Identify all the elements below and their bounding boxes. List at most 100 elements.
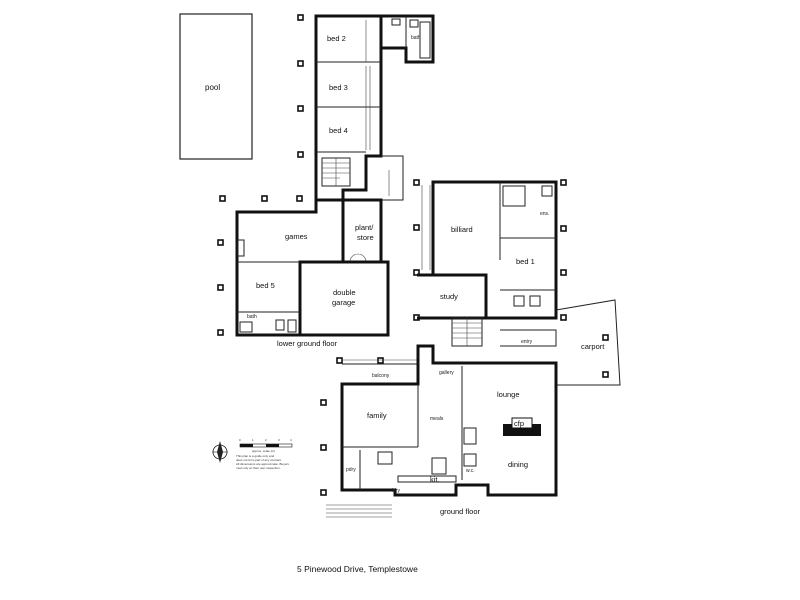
- label-ens: ens.: [540, 211, 549, 217]
- label-family: family: [367, 411, 387, 420]
- label-billiard: billiard: [451, 225, 473, 234]
- label-bed2: bed 2: [327, 34, 346, 43]
- games-unit: [237, 239, 245, 257]
- lower-ground-floor: bed 2 bed 3 bed 4 bath games bed 5 bath …: [235, 14, 558, 348]
- scale-tick-4: 4: [290, 438, 292, 442]
- disclaimer-2: does not form part of any contract.: [236, 458, 282, 462]
- post: [297, 105, 304, 112]
- label-gallery: gallery: [439, 370, 454, 376]
- disclaimer-4: must rely on their own inspection.: [236, 466, 281, 470]
- label-plant-store-1: plant/: [355, 223, 374, 232]
- label-games: games: [285, 232, 308, 241]
- label-bed1: bed 1: [516, 257, 535, 266]
- pantry-box: [377, 451, 393, 465]
- bath-lower-tub: [239, 321, 253, 333]
- wc-fixture: [463, 427, 477, 445]
- post: [560, 314, 567, 321]
- basin: [409, 19, 419, 28]
- label-cfp: cfp: [514, 419, 524, 428]
- scale-tick-1: 1: [252, 438, 254, 442]
- post: [261, 195, 268, 202]
- ground-floor: entry carport balcony gallery lounge cfp…: [326, 299, 621, 518]
- label-meals: meals: [430, 416, 444, 422]
- label-bath-top: bath: [411, 35, 421, 41]
- scale-tick-2: 2: [265, 438, 267, 442]
- label-double-garage-2: garage: [332, 298, 355, 307]
- garage-walls: [300, 260, 390, 337]
- ens-shower: [502, 185, 526, 207]
- label-wc: w.c.: [466, 468, 475, 474]
- post: [217, 329, 224, 336]
- label-dining: dining: [508, 460, 528, 469]
- corridor-lower: [381, 155, 404, 201]
- scale-tick-3: 3: [278, 438, 280, 442]
- label-kit: kit.: [430, 475, 440, 484]
- ldry-fixture: [463, 453, 477, 467]
- pool-area: pool: [179, 13, 253, 160]
- carport-outline: [555, 299, 621, 386]
- post: [217, 239, 224, 246]
- entry-walls: [500, 329, 557, 347]
- bath-lower-shower: [287, 319, 297, 333]
- label-plant-store-2: store: [357, 233, 374, 242]
- bath-top-walls: [381, 14, 435, 64]
- post: [320, 444, 327, 451]
- label-ground-floor: ground floor: [440, 507, 481, 516]
- post: [219, 195, 226, 202]
- bath-lower-right-fixture-2: [529, 295, 541, 307]
- disclaimer-1: This plan is a guide only and: [236, 454, 274, 458]
- fireplace: cfp: [503, 417, 541, 436]
- post: [320, 489, 327, 496]
- post: [297, 14, 304, 21]
- post: [336, 357, 343, 364]
- ens-basin: [541, 185, 553, 197]
- label-balcony: balcony: [372, 373, 390, 379]
- post: [413, 224, 420, 231]
- label-ldry: ldry: [392, 488, 401, 494]
- front-steps: [326, 504, 392, 518]
- label-pdry: pdry: [346, 467, 356, 473]
- post: [602, 334, 609, 341]
- toilet: [391, 18, 401, 26]
- kitchen-island: [431, 457, 447, 475]
- post: [320, 399, 327, 406]
- stair-ground: [451, 317, 483, 347]
- post: [560, 269, 567, 276]
- label-pool: pool: [205, 83, 220, 92]
- scale-tick-0: 0: [239, 438, 241, 442]
- scale-label: approx. scale (m): [252, 449, 275, 453]
- label-carport: carport: [581, 342, 605, 351]
- pool-outline: [179, 13, 253, 160]
- post: [413, 179, 420, 186]
- label-lounge: lounge: [497, 390, 520, 399]
- posts: [217, 14, 609, 496]
- bath-tub: [419, 21, 431, 59]
- bedroom-wing-walls: [314, 14, 383, 202]
- bath-lower-basin: [275, 319, 285, 331]
- kitchen-bench: [397, 475, 457, 483]
- post: [296, 195, 303, 202]
- label-bed5: bed 5: [256, 281, 275, 290]
- legend: 0 1 2 3 4 approx. scale (m) This plan is…: [212, 438, 293, 470]
- post: [413, 269, 420, 276]
- label-double-garage-1: double: [333, 288, 356, 297]
- label-bed4: bed 4: [329, 126, 348, 135]
- bath-lower-right-fixture: [513, 295, 525, 307]
- address-caption: 5 Pinewood Drive, Templestowe: [297, 564, 418, 574]
- post: [602, 371, 609, 378]
- post: [297, 151, 304, 158]
- scale-bar: 0 1 2 3 4 approx. scale (m): [239, 438, 293, 453]
- disclaimer-3: All dimensions are approximate. Buyers: [236, 462, 289, 466]
- stair-lower: [321, 157, 351, 187]
- label-bath-lower: bath: [247, 314, 257, 320]
- north-arrow-icon: [212, 441, 228, 463]
- label-lower-ground-floor: lower ground floor: [277, 339, 338, 348]
- post: [217, 284, 224, 291]
- post: [560, 225, 567, 232]
- post: [560, 179, 567, 186]
- post: [377, 357, 384, 364]
- label-study: study: [440, 292, 458, 301]
- label-entry: entry: [521, 339, 533, 345]
- post: [297, 60, 304, 67]
